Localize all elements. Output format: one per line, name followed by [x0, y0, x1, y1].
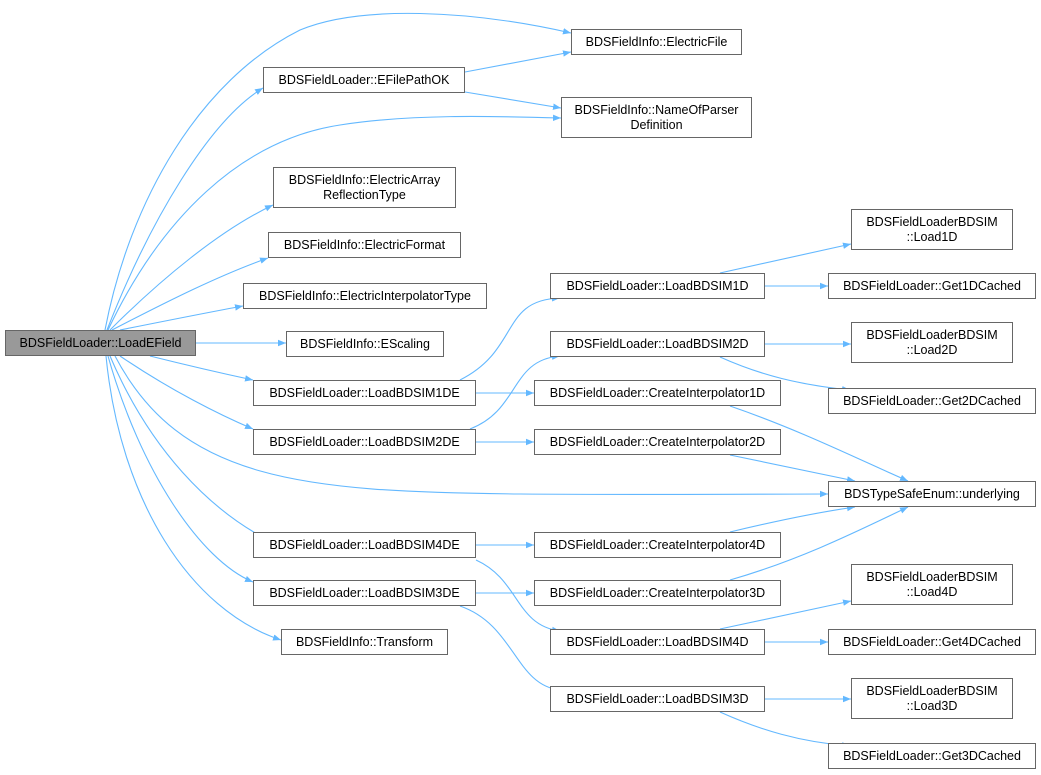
- node-get3dcached[interactable]: BDSFieldLoader::Get3DCached: [828, 743, 1036, 769]
- node-label: BDSFieldLoader::LoadBDSIM4D: [566, 634, 749, 649]
- edge-loadefield-electricinterp: [119, 304, 244, 331]
- node-get2dcached[interactable]: BDSFieldLoader::Get2DCached: [828, 388, 1036, 414]
- edge-loadefield-loadbdsim3de: [107, 355, 254, 583]
- node-label: BDSFieldInfo::EScaling: [300, 336, 430, 351]
- node-nameofparser[interactable]: BDSFieldInfo::NameOfParser Definition: [561, 97, 752, 138]
- edge-loadefield-nameofparser: [107, 114, 562, 331]
- edge-efilepathok-nameofparser: [464, 91, 562, 110]
- node-loadbdsim3d[interactable]: BDSFieldLoader::LoadBDSIM3D: [550, 686, 765, 712]
- node-label: BDSFieldLoader::LoadEField: [19, 335, 182, 350]
- edge-loadefield-electricarray: [109, 204, 274, 331]
- edge-loadbdsim2de-loadbdsim2d: [469, 353, 561, 430]
- edge-loadefield-underlying: [114, 355, 829, 498]
- node-label: BDSFieldLoader::LoadBDSIM1DE: [269, 385, 460, 400]
- node-load1d[interactable]: BDSFieldLoaderBDSIM ::Load1D: [851, 209, 1013, 250]
- node-loadbdsim4de[interactable]: BDSFieldLoader::LoadBDSIM4DE: [253, 532, 476, 558]
- edge-createinterp3d-underlying: [729, 506, 909, 581]
- node-get4dcached[interactable]: BDSFieldLoader::Get4DCached: [828, 629, 1036, 655]
- edge-loadbdsim4d-load4d: [719, 599, 852, 630]
- node-label-line1: BDSFieldInfo::ElectricArray: [288, 172, 441, 187]
- node-label: BDSFieldLoader::Get2DCached: [843, 393, 1021, 408]
- node-label: BDSFieldLoader::CreateInterpolator3D: [549, 585, 766, 600]
- node-load2d[interactable]: BDSFieldLoaderBDSIM ::Load2D: [851, 322, 1013, 363]
- node-label: BDSFieldLoader::LoadBDSIM4DE: [269, 537, 460, 552]
- node-loadbdsim1d[interactable]: BDSFieldLoader::LoadBDSIM1D: [550, 273, 765, 299]
- node-label: BDSFieldLoader::LoadBDSIM2D: [566, 336, 749, 351]
- node-label-line1: BDSFieldLoaderBDSIM: [866, 569, 998, 584]
- node-electricinterp[interactable]: BDSFieldInfo::ElectricInterpolatorType: [243, 283, 487, 309]
- node-label-line1: BDSFieldInfo::NameOfParser: [574, 102, 739, 117]
- node-escaling[interactable]: BDSFieldInfo::EScaling: [286, 331, 444, 357]
- edge-createinterp4d-underlying: [729, 504, 856, 533]
- node-label-line2: ::Load3D: [906, 698, 958, 713]
- node-loadbdsim4d[interactable]: BDSFieldLoader::LoadBDSIM4D: [550, 629, 765, 655]
- node-efilepathok[interactable]: BDSFieldLoader::EFilePathOK: [263, 67, 465, 93]
- node-electricformat[interactable]: BDSFieldInfo::ElectricFormat: [268, 232, 461, 258]
- edge-loadefield-loadbdsim4de: [109, 355, 269, 541]
- node-label: BDSFieldInfo::ElectricInterpolatorType: [259, 288, 471, 303]
- node-label: BDSFieldLoader::LoadBDSIM2DE: [269, 434, 460, 449]
- edge-loadefield-electricfile: [104, 12, 572, 331]
- node-loadbdsim1de[interactable]: BDSFieldLoader::LoadBDSIM1DE: [253, 380, 476, 406]
- node-createinterp2d[interactable]: BDSFieldLoader::CreateInterpolator2D: [534, 429, 781, 455]
- node-label-line1: BDSFieldLoaderBDSIM: [866, 214, 998, 229]
- node-label-line1: BDSFieldLoaderBDSIM: [866, 327, 998, 342]
- node-createinterp1d[interactable]: BDSFieldLoader::CreateInterpolator1D: [534, 380, 781, 406]
- node-loadefield[interactable]: BDSFieldLoader::LoadEField: [5, 330, 196, 356]
- node-label: BDSFieldInfo::Transform: [295, 634, 434, 649]
- edge-loadefield-loadbdsim1de: [149, 355, 254, 382]
- node-get1dcached[interactable]: BDSFieldLoader::Get1DCached: [828, 273, 1036, 299]
- node-label: BDSFieldInfo::ElectricFile: [585, 34, 728, 49]
- edge-loadefield-electricformat: [111, 257, 269, 331]
- edge-loadbdsim3d-get3dcached: [719, 711, 851, 749]
- node-label: BDSFieldLoader::EFilePathOK: [278, 72, 450, 87]
- edge-createinterp2d-underlying: [729, 454, 856, 483]
- edge-createinterp1d-underlying: [729, 405, 909, 482]
- edge-loadefield-transform: [105, 355, 282, 641]
- node-underlying[interactable]: BDSTypeSafeEnum::underlying: [828, 481, 1036, 507]
- edge-loadbdsim1d-load1d: [719, 242, 852, 274]
- node-label: BDSFieldLoader::Get1DCached: [843, 278, 1021, 293]
- node-label: BDSFieldLoader::CreateInterpolator4D: [549, 537, 766, 552]
- edge-loadbdsim1de-loadbdsim1d: [459, 295, 561, 381]
- node-label: BDSFieldInfo::ElectricFormat: [283, 237, 446, 252]
- node-label: BDSFieldLoader::LoadBDSIM3DE: [269, 585, 460, 600]
- node-transform[interactable]: BDSFieldInfo::Transform: [281, 629, 448, 655]
- node-label: BDSFieldLoader::CreateInterpolator2D: [549, 434, 766, 449]
- node-label: BDSFieldLoader::Get3DCached: [843, 748, 1021, 763]
- edge-loadbdsim3de-loadbdsim3d: [459, 605, 561, 693]
- node-label: BDSFieldLoader::LoadBDSIM1D: [566, 278, 749, 293]
- node-label: BDSTypeSafeEnum::underlying: [844, 486, 1020, 501]
- node-createinterp3d[interactable]: BDSFieldLoader::CreateInterpolator3D: [534, 580, 781, 606]
- edge-loadefield-loadbdsim2de: [119, 355, 254, 430]
- node-load3d[interactable]: BDSFieldLoaderBDSIM ::Load3D: [851, 678, 1013, 719]
- node-loadbdsim3de[interactable]: BDSFieldLoader::LoadBDSIM3DE: [253, 580, 476, 606]
- edge-loadbdsim3de-loadbdsim4d: [475, 559, 561, 634]
- node-label: BDSFieldLoader::Get4DCached: [843, 634, 1021, 649]
- node-label-line2: ::Load4D: [906, 584, 958, 599]
- node-label-line1: BDSFieldLoaderBDSIM: [866, 683, 998, 698]
- node-createinterp4d[interactable]: BDSFieldLoader::CreateInterpolator4D: [534, 532, 781, 558]
- node-label-line2: ::Load1D: [906, 229, 958, 244]
- node-load4d[interactable]: BDSFieldLoaderBDSIM ::Load4D: [851, 564, 1013, 605]
- edge-loadefield-efilepathok: [106, 87, 264, 331]
- node-label-line2: ReflectionType: [323, 187, 406, 202]
- node-label-line2: Definition: [630, 117, 683, 132]
- node-label: BDSFieldLoader::LoadBDSIM3D: [566, 691, 749, 706]
- node-electricfile[interactable]: BDSFieldInfo::ElectricFile: [571, 29, 742, 55]
- node-loadbdsim2de[interactable]: BDSFieldLoader::LoadBDSIM2DE: [253, 429, 476, 455]
- node-label: BDSFieldLoader::CreateInterpolator1D: [549, 385, 766, 400]
- edge-efilepathok-electricfile: [464, 50, 572, 73]
- node-electricarray[interactable]: BDSFieldInfo::ElectricArray ReflectionTy…: [273, 167, 456, 208]
- node-label-line2: ::Load2D: [906, 342, 958, 357]
- node-loadbdsim2d[interactable]: BDSFieldLoader::LoadBDSIM2D: [550, 331, 765, 357]
